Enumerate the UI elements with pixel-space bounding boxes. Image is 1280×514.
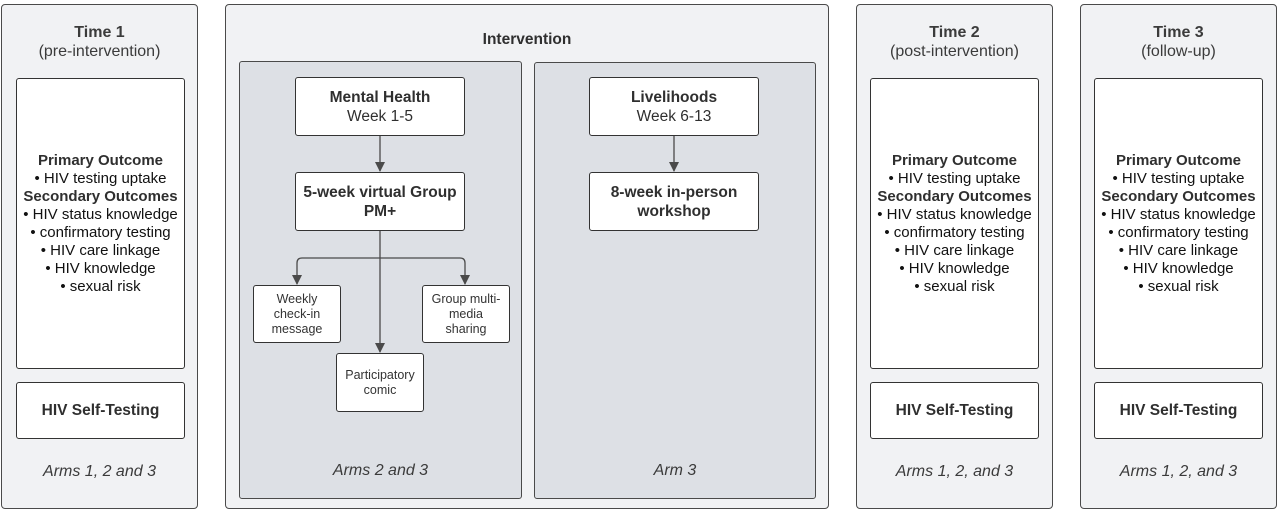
time3-secondary-item: • HIV knowledge <box>1123 259 1234 277</box>
group-pm-label: 5-week virtual Group PM+ <box>303 183 457 220</box>
time1-secondary-item: • HIV care linkage <box>40 241 161 259</box>
time2-secondary-item: • HIV status knowledge <box>877 205 1032 223</box>
time3-header: Time 3 (follow-up) <box>1081 23 1276 61</box>
time2-secondary-item: • sexual risk <box>914 277 995 295</box>
time2-secondary-item: • confirmatory testing <box>884 223 1025 241</box>
time1-outcomes-box: Primary Outcome • HIV testing uptake Sec… <box>16 78 185 369</box>
intervention-title: Intervention <box>482 31 572 48</box>
time3-title: Time 3 <box>1153 24 1204 41</box>
time1-primary-header: Primary Outcome <box>37 151 164 169</box>
time2-self-testing-label: HIV Self-Testing <box>895 401 1014 419</box>
group-multimedia-box: Group multi-media sharing <box>422 285 510 343</box>
workshop-box: 8-week in-person workshop <box>589 172 759 231</box>
livelihoods-box: Livelihoods Week 6-13 <box>589 77 759 136</box>
time3-secondary-header: Secondary Outcomes <box>1101 187 1256 205</box>
time1-title: Time 1 <box>74 24 125 41</box>
livelihoods-weeks: Week 6-13 <box>636 107 712 125</box>
time2-primary-header: Primary Outcome <box>891 151 1018 169</box>
time1-secondary-item: • HIV status knowledge <box>23 205 178 223</box>
time1-subtitle: (pre-intervention) <box>38 43 161 60</box>
time2-self-testing-box: HIV Self-Testing <box>870 382 1039 439</box>
weekly-checkin-box: Weekly check-in message <box>253 285 341 343</box>
group-pm-box: 5-week virtual Group PM+ <box>295 172 465 231</box>
time1-secondary-item: • sexual risk <box>60 277 141 295</box>
time3-primary-item: • HIV testing uptake <box>1112 169 1245 187</box>
time3-secondary-item: • confirmatory testing <box>1108 223 1249 241</box>
time1-panel: Time 1 (pre-intervention) Primary Outcom… <box>1 4 198 509</box>
time2-panel: Time 2 (post-intervention) Primary Outco… <box>856 4 1053 509</box>
participatory-comic-box: Participatory comic <box>336 353 424 412</box>
workshop-label: 8-week in-person workshop <box>610 183 738 220</box>
mental-health-title: Mental Health <box>329 88 431 106</box>
time2-outcomes-box: Primary Outcome • HIV testing uptake Sec… <box>870 78 1039 369</box>
time1-header: Time 1 (pre-intervention) <box>2 23 197 61</box>
time3-self-testing-box: HIV Self-Testing <box>1094 382 1263 439</box>
time1-self-testing-label: HIV Self-Testing <box>41 401 160 419</box>
livelihoods-title: Livelihoods <box>630 88 718 106</box>
arrow-pm-to-group <box>380 257 470 285</box>
time2-title: Time 2 <box>929 24 980 41</box>
arrow-pm-to-weekly <box>292 257 380 285</box>
time1-primary-item: • HIV testing uptake <box>34 169 167 187</box>
time1-secondary-item: • confirmatory testing <box>30 223 171 241</box>
time3-subtitle: (follow-up) <box>1141 43 1216 60</box>
weekly-checkin-label: Weekly check-in message <box>271 291 323 336</box>
mental-health-box: Mental Health Week 1-5 <box>295 77 465 136</box>
time1-arms-label: Arms 1, 2 and 3 <box>43 463 156 480</box>
mental-health-weeks: Week 1-5 <box>346 107 414 125</box>
time2-primary-item: • HIV testing uptake <box>888 169 1021 187</box>
time2-secondary-item: • HIV care linkage <box>894 241 1015 259</box>
time3-outcomes-box: Primary Outcome • HIV testing uptake Sec… <box>1094 78 1263 369</box>
time3-secondary-item: • sexual risk <box>1138 277 1219 295</box>
time3-secondary-item: • HIV care linkage <box>1118 241 1239 259</box>
participatory-comic-label: Participatory comic <box>345 367 415 397</box>
time1-secondary-item: • HIV knowledge <box>45 259 156 277</box>
group-multimedia-label: Group multi-media sharing <box>431 291 501 336</box>
livelihoods-arms-label: Arm 3 <box>653 462 697 479</box>
time2-header: Time 2 (post-intervention) <box>857 23 1052 61</box>
time3-primary-header: Primary Outcome <box>1115 151 1242 169</box>
time1-self-testing-box: HIV Self-Testing <box>16 382 185 439</box>
time1-secondary-header: Secondary Outcomes <box>23 187 178 205</box>
time2-subtitle: (post-intervention) <box>890 43 1019 60</box>
time2-secondary-header: Secondary Outcomes <box>877 187 1032 205</box>
time3-secondary-item: • HIV status knowledge <box>1101 205 1256 223</box>
time2-arms-label: Arms 1, 2, and 3 <box>895 463 1014 480</box>
mental-health-arms-label: Arms 2 and 3 <box>332 462 429 479</box>
time3-panel: Time 3 (follow-up) Primary Outcome • HIV… <box>1080 4 1277 509</box>
time3-arms-label: Arms 1, 2, and 3 <box>1119 463 1238 480</box>
time2-secondary-item: • HIV knowledge <box>899 259 1010 277</box>
time3-self-testing-label: HIV Self-Testing <box>1119 401 1238 419</box>
